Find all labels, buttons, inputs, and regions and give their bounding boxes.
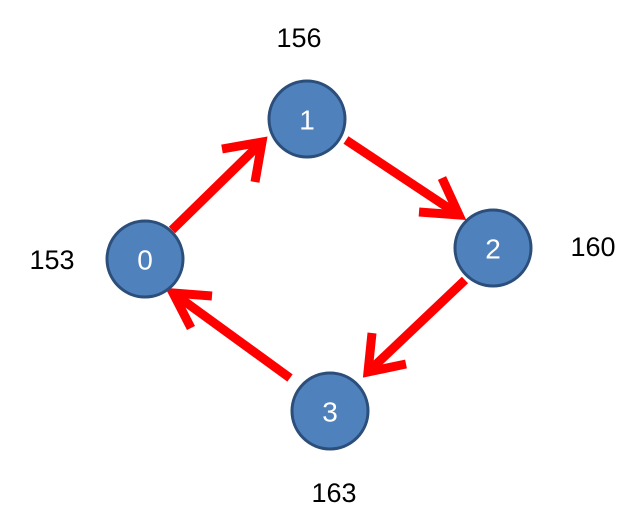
node-3-circle [290, 371, 370, 451]
nodes: 0 1 2 3 [105, 79, 533, 451]
value-labels: 153 156 160 163 [29, 23, 615, 508]
node-2-label: 2 [485, 234, 501, 265]
node-1-value: 156 [276, 23, 321, 53]
node-0-circle [105, 219, 185, 299]
edge-2-to-3-shaft [364, 276, 469, 376]
edge-0-to-1-shaft [168, 138, 266, 234]
node-1-label: 1 [299, 105, 315, 136]
node-0-label: 0 [137, 245, 153, 276]
node-3-label: 3 [322, 397, 338, 428]
edge-3-to-0-arrowhead [165, 287, 213, 331]
node-2: 2 [453, 208, 533, 288]
edge-1-to-2-shaft [343, 136, 462, 219]
edges [165, 136, 469, 382]
node-2-value: 160 [570, 232, 615, 262]
edge-1-to-2-arrowhead [418, 176, 467, 221]
node-1-circle [267, 79, 347, 159]
node-0: 0 [105, 219, 185, 299]
node-1: 1 [267, 79, 347, 159]
node-2-circle [453, 208, 533, 288]
node-0-value: 153 [29, 245, 74, 275]
edge-3-to-0 [165, 287, 293, 382]
node-3-value: 163 [311, 478, 356, 508]
node-3: 3 [290, 371, 370, 451]
edge-2-to-3-arrowhead [362, 332, 407, 378]
edge-1-to-2 [343, 136, 467, 221]
edge-3-to-0-shaft [170, 289, 293, 382]
edge-2-to-3 [362, 276, 469, 378]
edge-0-to-1 [168, 136, 268, 234]
edge-0-to-1-arrowhead [221, 136, 268, 183]
